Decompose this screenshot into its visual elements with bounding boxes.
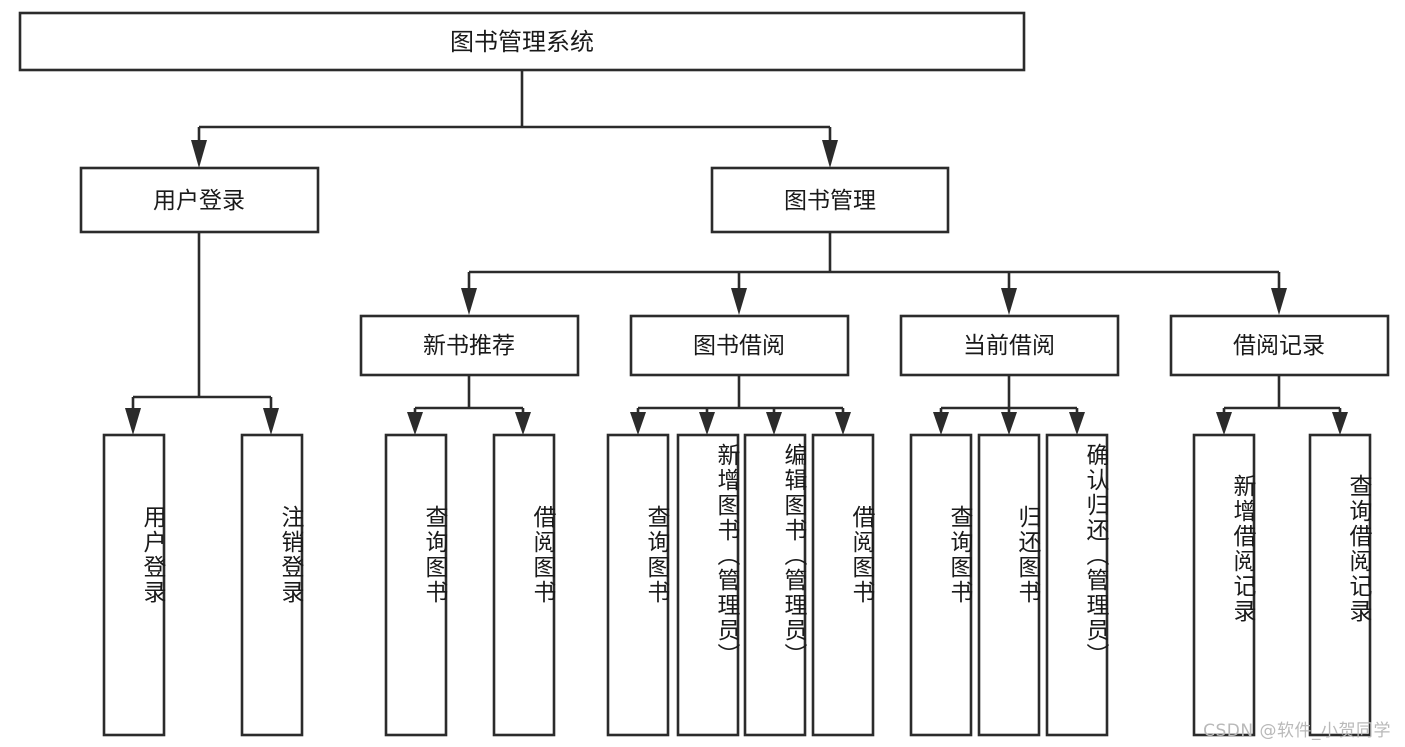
node-book-borrow-label: 图书借阅 <box>693 333 785 359</box>
node-root-label: 图书管理系统 <box>450 28 594 56</box>
connector-level2-bookmgmt-to-level3 <box>461 232 1287 315</box>
node-new-book-recommend-label: 新书推荐 <box>423 333 515 359</box>
leaf-box-book-borrow-3[interactable] <box>811 433 875 737</box>
node-current-borrow[interactable]: 当前借阅 <box>899 314 1120 377</box>
leaf-box-book-borrow-0[interactable] <box>606 433 670 737</box>
leaf-box-user-login-1[interactable] <box>240 433 304 737</box>
leaf-box-user-login-0[interactable] <box>102 433 166 737</box>
connector-level3-bookborrow-to-leaves <box>630 375 851 435</box>
connector-level2-userlogin-to-leaves <box>125 232 279 435</box>
node-borrow-records[interactable]: 借阅记录 <box>1169 314 1390 377</box>
leaf-box-borrow-records-1[interactable] <box>1308 433 1372 737</box>
node-user-login[interactable]: 用户登录 <box>79 166 320 234</box>
leaf-box-new-book-0[interactable] <box>384 433 448 737</box>
node-new-book-recommend[interactable]: 新书推荐 <box>359 314 580 377</box>
node-book-management-label: 图书管理 <box>784 188 876 214</box>
leaf-box-book-borrow-2[interactable] <box>743 433 807 737</box>
node-book-management[interactable]: 图书管理 <box>710 166 950 234</box>
leaf-box-current-borrow-0[interactable] <box>909 433 973 737</box>
node-current-borrow-label: 当前借阅 <box>963 333 1055 359</box>
node-user-login-label: 用户登录 <box>153 188 245 214</box>
leaf-box-current-borrow-1[interactable] <box>977 433 1041 737</box>
connector-level3-currentborrow-to-leaves <box>933 375 1085 435</box>
connector-root-to-level2 <box>191 70 838 168</box>
csdn-watermark: CSDN @软件_小贺同学 <box>1203 721 1391 741</box>
connector-level3-borrowrecords-to-leaves <box>1216 375 1348 435</box>
node-book-borrow[interactable]: 图书借阅 <box>629 314 850 377</box>
leaf-box-current-borrow-2[interactable] <box>1045 433 1109 737</box>
node-borrow-records-label: 借阅记录 <box>1233 333 1325 359</box>
connector-level3-newbook-to-leaves <box>407 375 531 435</box>
leaf-box-borrow-records-0[interactable] <box>1192 433 1256 737</box>
leaf-box-new-book-1[interactable] <box>492 433 556 737</box>
node-root-book-management-system[interactable]: 图书管理系统 <box>18 11 1026 72</box>
leaf-box-book-borrow-1[interactable] <box>676 433 740 737</box>
